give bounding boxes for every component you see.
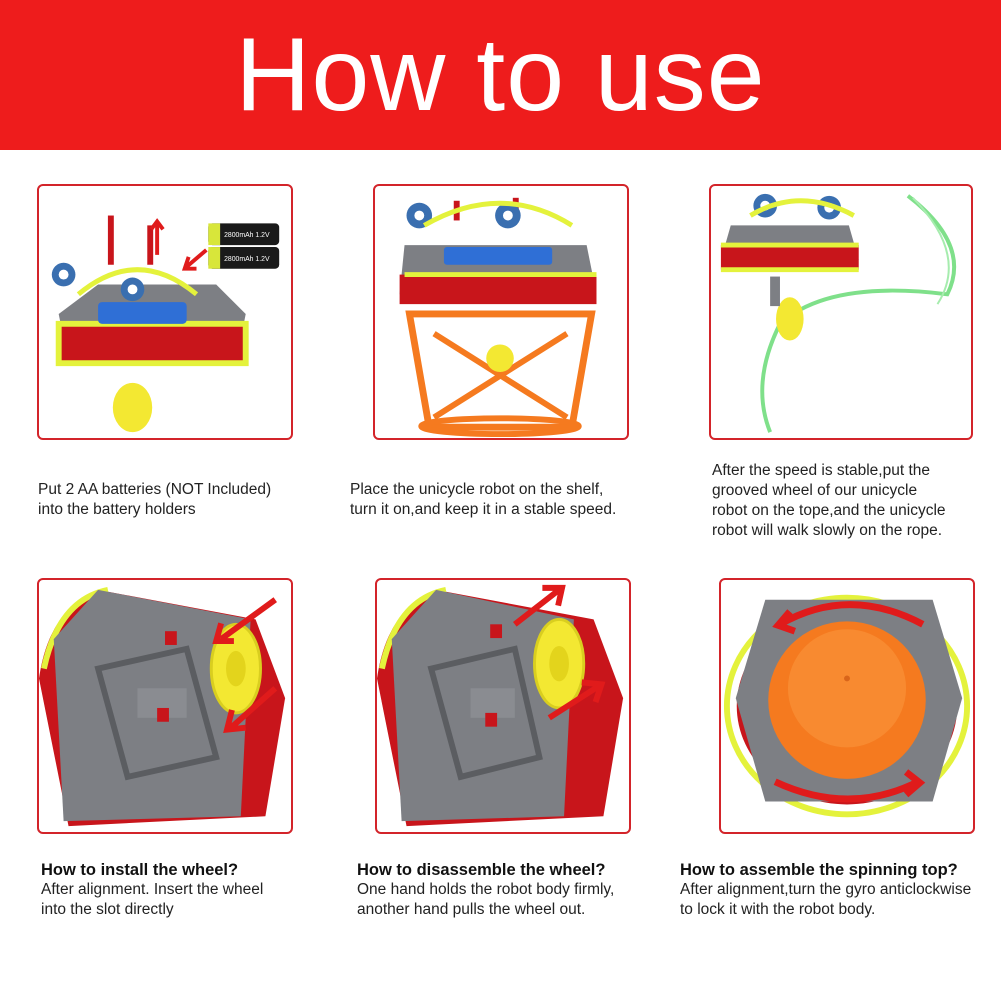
caption-line: to lock it with the robot body.: [680, 901, 876, 918]
step-5-image: [375, 578, 631, 834]
robot-on-rope-illustration: [720, 193, 957, 433]
caption-line: After alignment,turn the gyro anticlockw…: [680, 881, 972, 898]
title-banner: How to use: [0, 0, 1001, 150]
step-2-image: [373, 184, 629, 440]
caption-line: into the battery holders: [38, 501, 196, 518]
battery-icon: 2800mAh 1.2V 2800mAh 1.2V: [208, 223, 280, 269]
step-5-caption: How to disassemble the wheel? One hand h…: [357, 860, 614, 920]
step-1-caption: Put 2 AA batteries (NOT Included) into t…: [38, 480, 271, 520]
svg-text:2800mAh 1.2V: 2800mAh 1.2V: [224, 232, 270, 239]
step-1-image: 2800mAh 1.2V 2800mAh 1.2V: [37, 184, 293, 440]
caption-line: grooved wheel of our unicycle: [712, 482, 918, 499]
caption-line: another hand pulls the wheel out.: [357, 901, 586, 918]
rotate-arrow-icon: [773, 769, 926, 803]
caption-line: One hand holds the robot body firmly,: [357, 881, 615, 898]
rotate-arrow-icon: [772, 601, 925, 635]
step-5-question: How to disassemble the wheel?: [357, 861, 606, 879]
caption-line: robot on the tope,and the unicycle: [712, 502, 946, 519]
step-4-image: [37, 578, 293, 834]
page-title: How to use: [235, 17, 766, 133]
step-4-caption: How to install the wheel? After alignmen…: [41, 860, 263, 920]
robot-on-shelf-illustration: [399, 197, 597, 438]
robot-battery-illustration: 2800mAh 1.2V 2800mAh 1.2V: [51, 215, 280, 433]
step-6-image: [719, 578, 975, 834]
step-4-question: How to install the wheel?: [41, 861, 239, 879]
step-2-caption: Place the unicycle robot on the shelf, t…: [350, 480, 616, 520]
caption-line: robot will walk slowly on the rope.: [712, 522, 943, 539]
arrow-icon: [223, 686, 278, 734]
disassemble-wheel-illustration: [377, 584, 624, 827]
step-6-question: How to assemble the spinning top?: [680, 861, 958, 879]
arrow-icon: [547, 679, 606, 721]
caption-line: into the slot directly: [41, 901, 174, 918]
caption-line: Put 2 AA batteries (NOT Included): [38, 481, 272, 498]
step-3-image: [709, 184, 973, 440]
caption-line: Place the unicycle robot on the shelf,: [350, 481, 604, 498]
arrow-icon: [212, 597, 277, 644]
install-wheel-illustration: [39, 586, 286, 827]
arrow-icon: [512, 584, 566, 627]
caption-line: turn it on,and keep it in a stable speed…: [350, 501, 617, 518]
spinning-top-illustration: [723, 594, 971, 818]
step-3-caption: After the speed is stable,put the groove…: [712, 461, 946, 541]
svg-text:2800mAh 1.2V: 2800mAh 1.2V: [224, 256, 270, 263]
step-6-caption: How to assemble the spinning top? After …: [680, 860, 1001, 920]
caption-line: After the speed is stable,put the: [712, 462, 930, 479]
caption-line: After alignment. Insert the wheel: [41, 881, 264, 898]
